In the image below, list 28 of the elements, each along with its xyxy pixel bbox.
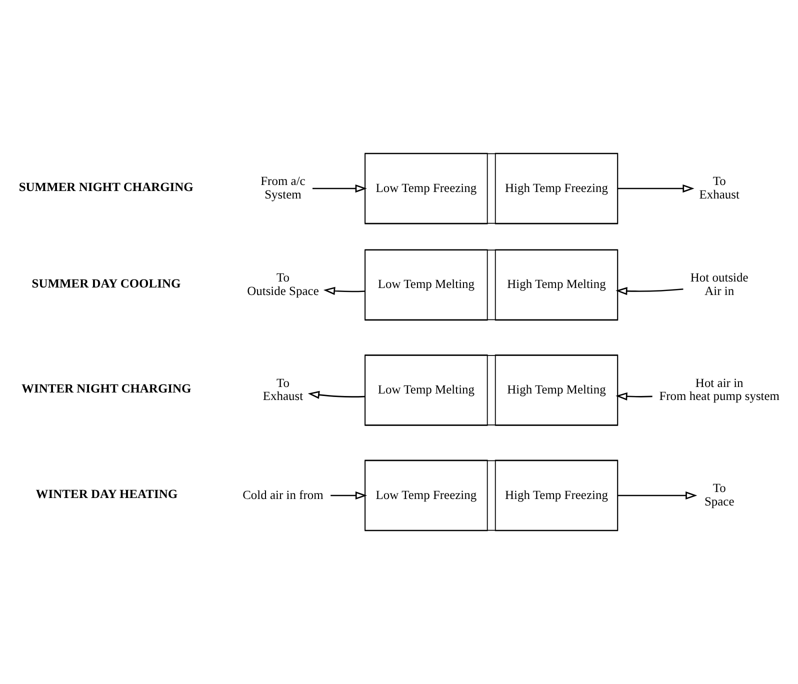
node-box: Low Temp Melting — [364, 249, 488, 321]
node-text: Cold air in from — [242, 488, 324, 502]
arrow — [618, 184, 694, 193]
node-text: To Space — [704, 481, 734, 508]
node-text: Hot outside Air in — [690, 270, 748, 298]
node-text: To Exhaust — [262, 376, 304, 404]
node-box: High Temp Freezing — [494, 460, 618, 532]
arrow — [616, 287, 684, 296]
node-text: Hot air in From heat pump system — [659, 376, 780, 404]
node-box: Low Temp Melting — [364, 354, 488, 426]
arrow — [330, 491, 368, 500]
label: WINTER NIGHT CHARGING — [22, 382, 192, 396]
arrow — [618, 491, 698, 500]
node-box: Low Temp Freezing — [364, 460, 488, 532]
node-box: High Temp Freezing — [494, 152, 618, 224]
label: SUMMER NIGHT CHARGING — [18, 180, 194, 194]
node-box: Low Temp Freezing — [364, 152, 488, 224]
arrow — [312, 184, 367, 193]
label: SUMMER DAY COOLING — [32, 276, 181, 290]
arrow — [616, 392, 652, 400]
node-text: From a/c System — [260, 174, 306, 202]
arrow — [308, 390, 365, 399]
node-box: High Temp Melting — [494, 354, 618, 426]
node-text: To Outside Space — [247, 270, 319, 298]
node-box: High Temp Melting — [494, 249, 618, 321]
arrow — [323, 286, 365, 295]
label: WINTER DAY HEATING — [36, 486, 178, 501]
node-text: To Exhaust — [699, 174, 740, 202]
